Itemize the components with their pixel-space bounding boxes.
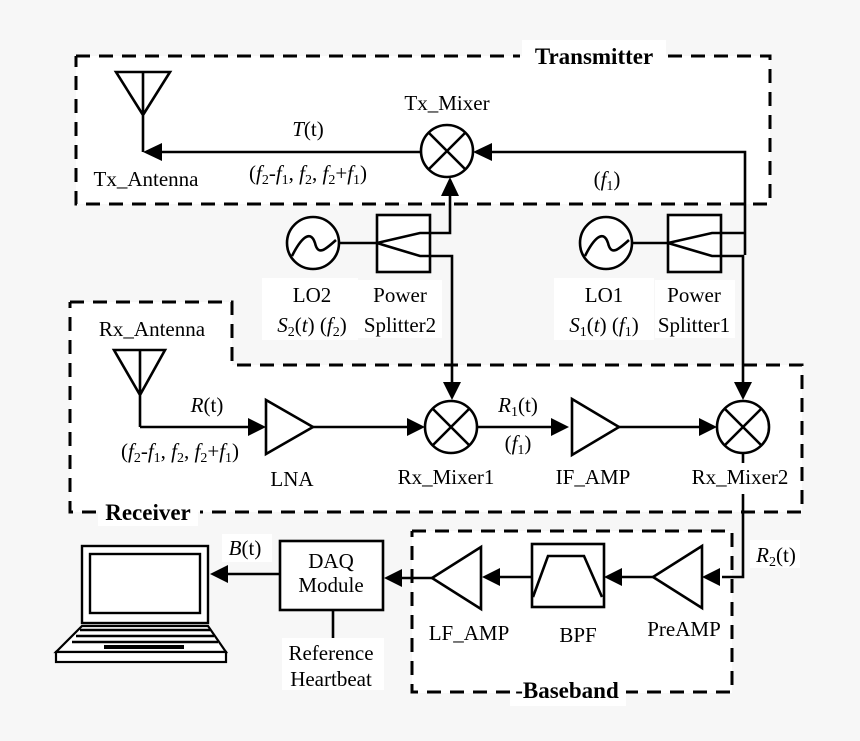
rx-mixer1-icon (423, 399, 479, 455)
if-amp-label: IF_AMP (556, 465, 631, 489)
arrow-icon (482, 568, 500, 586)
baseband-label: -Baseband (515, 678, 619, 703)
lo1-oscillator-icon (578, 215, 634, 271)
arrow-icon (699, 418, 717, 436)
tx-mixer-icon (419, 123, 475, 179)
r1-signal-label: R1(t) (497, 393, 538, 420)
arrow-icon (551, 418, 569, 436)
power-splitter2-icon (375, 213, 432, 274)
lo1-to-tx-mixer-line (490, 150, 747, 255)
lo2-signal-label: S2(t) (f2) (277, 313, 346, 340)
daq-module-box (278, 539, 385, 612)
rx-antenna-label: Rx_Antenna (99, 317, 206, 341)
tx-antenna-label: Tx_Antenna (94, 167, 200, 191)
arrow-icon (443, 382, 461, 400)
splitter1-label-line1: Power (667, 283, 721, 307)
baseband-region-border (410, 529, 734, 694)
tx-signal-label: T(t) (292, 117, 324, 141)
r2-signal-label: R2(t) (755, 543, 796, 570)
preamp-amplifier-icon (650, 543, 704, 611)
lo1-label: LO1 (585, 283, 624, 307)
power-splitter1-icon (666, 213, 745, 274)
b-signal-label: B(t) (229, 536, 262, 560)
receiver-region-border (68, 300, 804, 514)
lf-amplifier-icon (429, 544, 483, 612)
transmitter-region-bg (76, 56, 770, 204)
splitter1-to-rx-mixer2-line (721, 254, 745, 383)
arrow-icon (407, 418, 425, 436)
arrow-icon (143, 143, 162, 161)
arrow-icon (604, 568, 622, 586)
r1-freq-label: (f1) (505, 431, 532, 458)
splitter1-label-line2: Splitter1 (658, 313, 730, 337)
arrow-icon (702, 568, 720, 586)
lo2-label: LO2 (293, 283, 332, 307)
lna-label: LNA (270, 467, 314, 491)
splitter2-label-line1: Power (373, 283, 427, 307)
laptop-icon (53, 544, 229, 664)
arrow-icon (441, 177, 459, 196)
if-amplifier-icon (570, 396, 622, 458)
arrow-icon (473, 143, 492, 161)
receiver-label: Receiver (105, 500, 191, 525)
reference-label-line2: Heartbeat (290, 667, 372, 691)
lo2-oscillator-icon (285, 215, 341, 271)
splitter2-label-line2: Splitter2 (364, 313, 436, 337)
arrow-icon (384, 569, 402, 587)
band-pass-filter-icon (530, 542, 606, 609)
preamp-label: PreAMP (647, 617, 721, 641)
transmitter-label: Transmitter (535, 44, 653, 69)
bpf-label: BPF (559, 623, 596, 647)
arrow-icon (210, 565, 228, 583)
tx-antenna-icon (113, 70, 173, 152)
rx-mixer2-label: Rx_Mixer2 (692, 465, 789, 489)
tx-mixer-label: Tx_Mixer (404, 91, 489, 115)
arrow-icon (248, 418, 266, 436)
lo1-signal-label: S1(t) (f1) (569, 313, 638, 340)
arrow-icon (734, 382, 752, 400)
lo2-to-tx-mixer-line (430, 195, 452, 235)
lna-amplifier-icon (264, 397, 316, 457)
daq-label-line1: DAQ (308, 549, 354, 573)
splitter2-to-rx-mixer1-line (430, 254, 454, 383)
rx-signal-label: R(t) (190, 393, 224, 417)
lf-amp-label: LF_AMP (429, 621, 510, 645)
reference-label-line1: Reference (288, 641, 373, 665)
daq-label-line2: Module (298, 573, 363, 597)
rx-mixer2-to-preamp-line (722, 453, 745, 579)
rx-mixer2-icon (715, 399, 771, 455)
transmitter-region-border (74, 54, 772, 206)
rx-mixer1-label: Rx_Mixer1 (398, 465, 495, 489)
rx-antenna-icon (111, 348, 168, 427)
